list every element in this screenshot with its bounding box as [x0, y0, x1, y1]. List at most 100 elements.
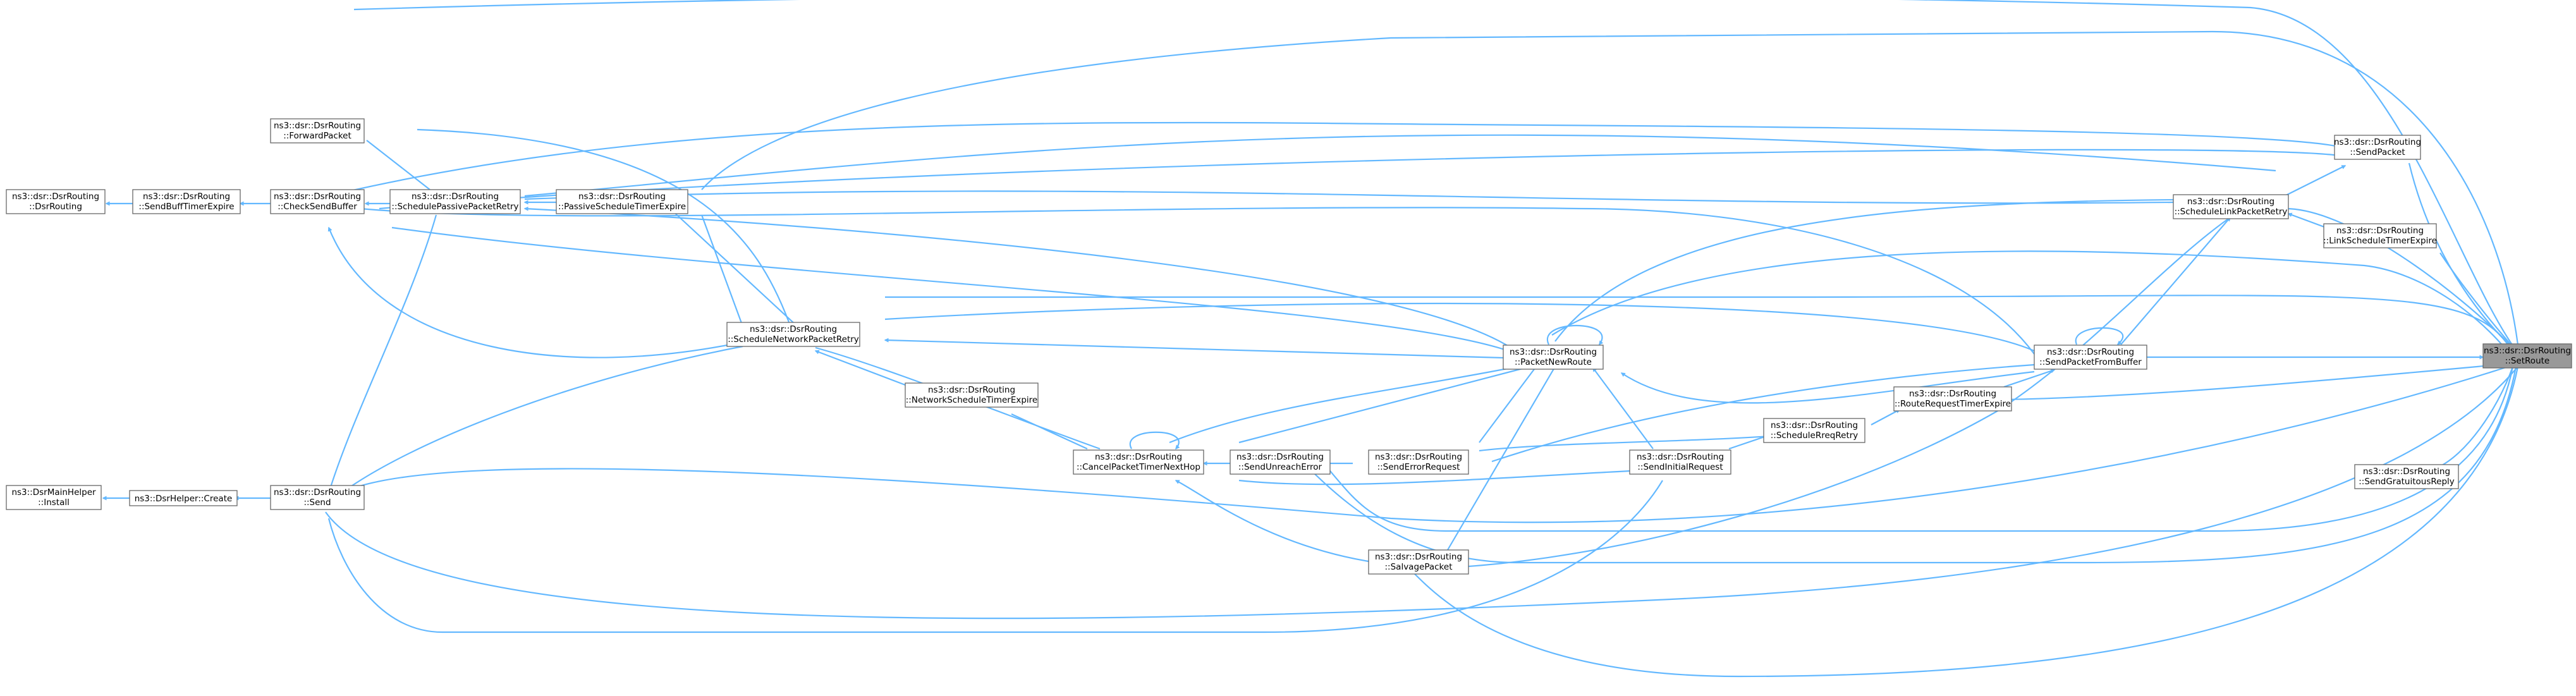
- edge-schedlink-schedpassive: [524, 190, 2174, 204]
- nodes: ns3::dsr::DsrRouting ::SetRoute ns3::dsr…: [6, 118, 2572, 575]
- node-send-initial-request[interactable]: ns3::dsr::DsrRouting ::SendInitialReques…: [1629, 449, 1731, 475]
- edge-sendfrombuf-self: [2075, 327, 2124, 345]
- node-label-line-2: ::CancelPacketTimerNextHop: [1077, 462, 1200, 472]
- node-label-line-1: ns3::dsr::DsrRouting: [1375, 552, 1462, 562]
- node-send-unreach-error[interactable]: ns3::dsr::DsrRouting ::SendUnreachError: [1230, 449, 1331, 475]
- node-label-line-1: ns3::dsr::DsrRouting: [928, 385, 1015, 395]
- node-label-line-1: ns3::dsr::DsrRouting: [2363, 467, 2450, 477]
- node-label-line-1: ns3::dsr::DsrRouting: [1909, 389, 1996, 399]
- edge-long-bottom: [885, 250, 2520, 678]
- edge-schedpassive-send: [327, 214, 437, 494]
- edge-pktnewroute-canceltimer: [1169, 365, 1518, 444]
- node-send-buff-timer-expire[interactable]: ns3::dsr::DsrRouting ::SendBuffTimerExpi…: [132, 189, 241, 214]
- node-passive-schedule-timer-expire[interactable]: ns3::dsr::DsrRouting ::PassiveScheduleTi…: [556, 189, 688, 214]
- node-label-line-2: ::ScheduleRreqRetry: [1771, 430, 1859, 441]
- node-dsr-helper-create[interactable]: ns3::DsrHelper::Create: [129, 490, 238, 506]
- node-send-packet-from-buffer[interactable]: ns3::dsr::DsrRouting ::SendPacketFromBuf…: [2034, 345, 2147, 370]
- node-label-line-2: ::ForwardPacket: [283, 131, 351, 141]
- node-label-line-2: ::Install: [38, 498, 70, 508]
- node-label-line-2: ::PassiveScheduleTimerExpire: [558, 202, 686, 212]
- edge-rreqtimer-setroute: [2005, 364, 2491, 401]
- edge-canceltimer-netsched: [1011, 413, 1088, 449]
- node-link-schedule-timer-expire[interactable]: ns3::dsr::DsrRouting ::LinkScheduleTimer…: [2323, 223, 2437, 248]
- edge-schednet-passivesched: [700, 214, 747, 336]
- node-label-line-1: ns3::dsr::DsrRouting: [2484, 346, 2571, 356]
- node-label-line-2: ::NetworkScheduleTimerExpire: [906, 395, 1038, 405]
- node-label-line-2: ::Send: [303, 498, 331, 508]
- node-label-line-1: ns3::dsr::DsrRouting: [274, 487, 361, 498]
- edge-sendfrombuf-schednet: [884, 302, 2035, 352]
- node-label-line-1: ns3::dsr::DsrRouting: [2334, 137, 2421, 147]
- node-label-line-2: ::SendPacketFromBuffer: [2039, 357, 2142, 367]
- node-set-route[interactable]: ns3::dsr::DsrRouting ::SetRoute: [2482, 343, 2572, 369]
- edge-passivesched-long: [701, 30, 2519, 345]
- edge-schedpassive-salvage: [524, 134, 2276, 197]
- node-send-packet[interactable]: ns3::dsr::DsrRouting ::SendPacket: [2334, 135, 2421, 160]
- node-label-line-1: ns3::dsr::DsrRouting: [143, 192, 230, 202]
- node-label-line-2: ::ScheduleNetworkPacketRetry: [728, 334, 859, 345]
- edge-sendfrombuf-pktnewroute: [1620, 370, 2035, 404]
- node-label-line-2: ::DsrRouting: [29, 202, 82, 212]
- edge-schedlink-pktnewroute: [1554, 198, 2174, 342]
- node-dsr-routing-ctor[interactable]: ns3::dsr::DsrRouting ::DsrRouting: [6, 189, 106, 214]
- node-label-line-2: ::SendGratuitousReply: [2359, 477, 2455, 487]
- node-label-line-1: ns3::dsr::DsrRouting: [12, 192, 99, 202]
- node-label-line-1: ns3::dsr::DsrRouting: [1095, 452, 1182, 462]
- edge-schednet-schedpassive: [669, 208, 797, 326]
- edge-linksched-setroute: [2439, 252, 2518, 353]
- edge-send-long: [325, 362, 2518, 620]
- node-label-line-1: ns3::dsr::DsrRouting: [578, 192, 666, 202]
- node-label-line-2: ::SalvagePacket: [1385, 562, 1453, 572]
- edge-sendfrombuf-checkbuf: [360, 207, 2035, 355]
- edge-pktnewroute-senderr: [1479, 366, 1537, 443]
- edge-sendfrombuf-senderr: [1491, 363, 2035, 463]
- edges: [102, 0, 2520, 678]
- node-schedule-passive-packet-retry[interactable]: ns3::dsr::DsrRouting ::SchedulePassivePa…: [389, 189, 521, 214]
- edge-netsched-schednet: [814, 350, 911, 388]
- edge-sendgrat-setroute: [2436, 366, 2514, 469]
- node-send-error-request[interactable]: ns3::dsr::DsrRouting ::SendErrorRequest: [1368, 449, 1469, 475]
- edge-pktnewroute-schednet: [884, 338, 1504, 359]
- edge-rreqtimer-sendfrombuf: [2003, 369, 2056, 388]
- edge-schednet-forward: [417, 128, 791, 326]
- node-label-line-2: ::SendErrorRequest: [1377, 462, 1460, 472]
- node-dsr-main-helper-install[interactable]: ns3::DsrMainHelper ::Install: [6, 485, 102, 510]
- edge-salvage-canceltimer: [1175, 480, 1369, 563]
- node-route-request-timer-expire[interactable]: ns3::dsr::DsrRouting ::RouteRequestTimer…: [1893, 386, 2012, 412]
- node-label-line-2: ::SendInitialRequest: [1637, 462, 1723, 472]
- edge-schedrreq-sendinit: [1479, 434, 1771, 452]
- node-label-line-2: ::SendUnreachError: [1238, 462, 1322, 472]
- node-forward-packet[interactable]: ns3::dsr::DsrRouting ::ForwardPacket: [270, 118, 365, 143]
- node-label-line-2: ::SchedulePassivePacketRetry: [391, 202, 518, 212]
- node-check-send-buffer[interactable]: ns3::dsr::DsrRouting ::CheckSendBuffer: [270, 189, 365, 214]
- node-schedule-link-packet-retry[interactable]: ns3::dsr::DsrRouting ::ScheduleLinkPacke…: [2173, 194, 2289, 219]
- node-label-line-1: ns3::dsr::DsrRouting: [274, 121, 361, 131]
- node-schedule-network-packet-retry[interactable]: ns3::dsr::DsrRouting ::ScheduleNetworkPa…: [726, 322, 860, 347]
- node-salvage-packet[interactable]: ns3::dsr::DsrRouting ::SalvagePacket: [1368, 549, 1469, 575]
- node-label-line-1: ns3::dsr::DsrRouting: [1236, 452, 1324, 462]
- node-schedule-rreq-retry[interactable]: ns3::dsr::DsrRouting ::ScheduleRreqRetry: [1763, 418, 1865, 443]
- node-label-line-1: ns3::dsr::DsrRouting: [1771, 420, 1858, 430]
- node-label-line-1: ns3::dsr::DsrRouting: [2187, 197, 2274, 207]
- node-send[interactable]: ns3::dsr::DsrRouting ::Send: [270, 485, 365, 510]
- edge-sendinit-pktnewroute: [1592, 367, 1654, 449]
- edge-pktnewroute-schedpassive: [523, 206, 1511, 348]
- edge-schedlink-sendpacket: [341, 121, 2347, 210]
- edge-sendinit-send: [327, 480, 1663, 633]
- node-label-line-2: ::ScheduleLinkPacketRetry: [2175, 207, 2288, 217]
- node-send-gratuitous-reply[interactable]: ns3::dsr::DsrRouting ::SendGratuitousRep…: [2354, 464, 2459, 489]
- node-network-schedule-timer-expire[interactable]: ns3::dsr::DsrRouting ::NetworkScheduleTi…: [905, 382, 1039, 408]
- edge-pktnewroute-checkbuf: [391, 226, 1518, 355]
- node-label-line-1: ns3::dsr::DsrRouting: [1375, 452, 1462, 462]
- node-label-line-1: ns3::dsr::DsrRouting: [2047, 347, 2134, 357]
- node-packet-new-route[interactable]: ns3::dsr::DsrRouting ::PacketNewRoute: [1503, 345, 1604, 370]
- edge-canceltimer-self: [1129, 431, 1180, 450]
- edge-sendfrombuf-schedlink: [1403, 216, 2231, 570]
- node-label-line-1: ns3::dsr::DsrRouting: [750, 324, 837, 334]
- edge-schedlink-setroute: [353, 0, 2518, 353]
- edge-pktnewroute-self: [1546, 325, 1604, 346]
- node-cancel-packet-timer-next-hop[interactable]: ns3::dsr::DsrRouting ::CancelPacketTimer…: [1073, 449, 1204, 475]
- node-label-line-2: ::CheckSendBuffer: [278, 202, 357, 212]
- node-label-line-1: ns3::dsr::DsrRouting: [412, 192, 499, 202]
